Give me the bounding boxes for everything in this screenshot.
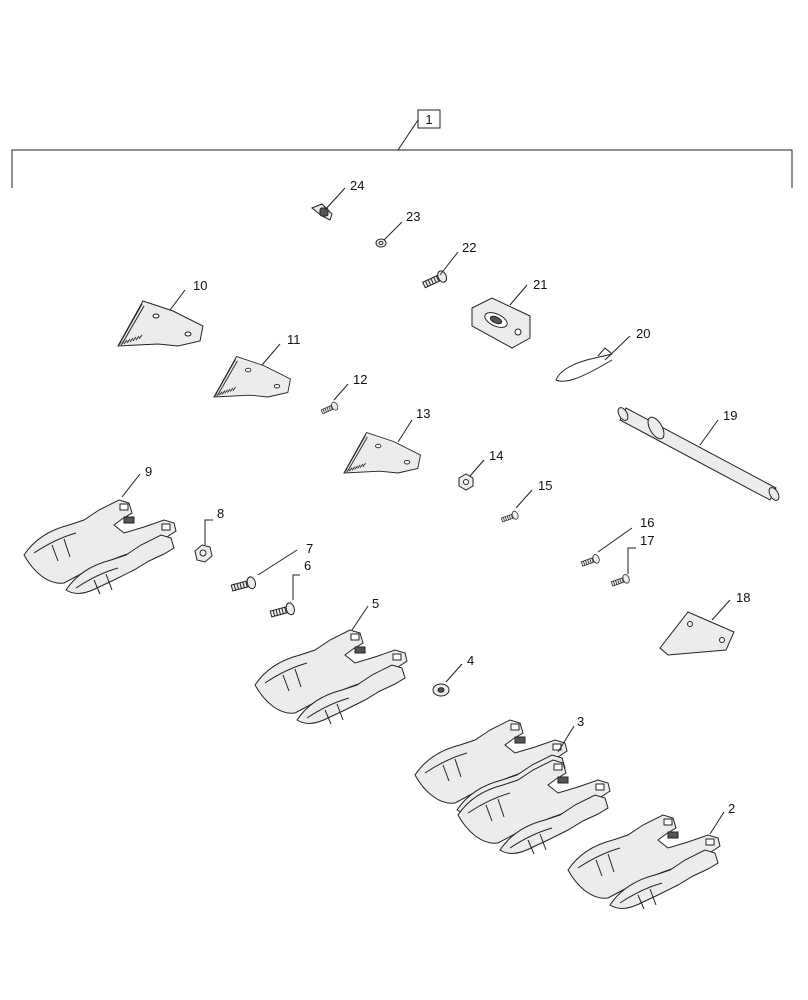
part-22-bolt: [420, 268, 449, 291]
callout-1: 1: [425, 112, 432, 127]
leader-6: [292, 574, 300, 600]
part-19-pin: [617, 407, 780, 501]
callout-2: 2: [728, 801, 735, 816]
callout-4: 4: [467, 653, 474, 668]
part-18-knife-section: [659, 611, 735, 656]
callout-18: 18: [736, 590, 750, 605]
leader-14: [469, 459, 485, 477]
part-2-double-guard: [567, 814, 721, 910]
part-4-washer: [432, 683, 450, 697]
callout-17: 17: [640, 533, 654, 548]
callout-16: 16: [640, 515, 654, 530]
callout-22: 22: [462, 240, 476, 255]
leader-2: [709, 811, 725, 835]
callout-10: 10: [193, 278, 207, 293]
part-15-bolt: [500, 509, 520, 525]
part-10-knife-section: [117, 300, 204, 347]
part-3-triple-guard: [414, 719, 611, 855]
leader-11: [261, 343, 281, 366]
leader-7: [257, 549, 298, 576]
callout-5: 5: [372, 596, 379, 611]
part-5-double-guard: [254, 629, 408, 725]
part-14-nut: [458, 473, 474, 491]
leader-10: [169, 289, 186, 311]
leader-12: [333, 383, 349, 401]
leader-15: [515, 489, 533, 509]
leader-18: [711, 599, 731, 621]
leader-3: [557, 725, 575, 753]
callout-6: 6: [304, 558, 311, 573]
callout-14: 14: [489, 448, 503, 463]
part-16-bolt: [580, 553, 601, 569]
callout-21: 21: [533, 277, 547, 292]
part-12-bolt: [319, 400, 340, 417]
callout-9: 9: [145, 464, 152, 479]
part-7-bolt: [229, 575, 258, 595]
leader-20: [604, 335, 631, 361]
part-24-clip: [311, 203, 333, 221]
leader-19: [699, 419, 719, 446]
callout-15: 15: [538, 478, 552, 493]
callout-11: 11: [287, 332, 301, 347]
callout-24: 24: [350, 178, 364, 193]
assembly-bracket: [11, 109, 793, 188]
callout-23: 23: [406, 209, 420, 224]
part-8-nut: [194, 544, 213, 563]
callout-7: 7: [306, 541, 313, 556]
leader-16: [597, 527, 633, 553]
callout-20: 20: [636, 326, 650, 341]
leader-22: [439, 251, 459, 276]
leader-5: [351, 605, 369, 631]
leader-4: [445, 663, 463, 683]
leader-17: [627, 547, 636, 574]
leader-21: [509, 284, 528, 306]
part-13-knife-section: [343, 432, 421, 474]
callout-12: 12: [353, 372, 367, 387]
part-17-bolt: [610, 573, 631, 589]
callout-13: 13: [416, 406, 430, 421]
callout-19: 19: [723, 408, 737, 423]
leader-9: [121, 473, 141, 498]
leader-8: [204, 519, 213, 545]
part-6-bolt: [268, 601, 297, 621]
part-20-hairpin: [555, 347, 613, 382]
leader-23: [383, 221, 403, 241]
part-21-block: [471, 297, 531, 349]
callout-8: 8: [217, 506, 224, 521]
part-11-knife-section: [213, 356, 291, 398]
callout-3: 3: [577, 714, 584, 729]
leader-13: [397, 419, 413, 443]
part-9-double-guard: [23, 499, 177, 595]
part-23-washer: [375, 238, 387, 248]
leader-24: [324, 187, 346, 211]
